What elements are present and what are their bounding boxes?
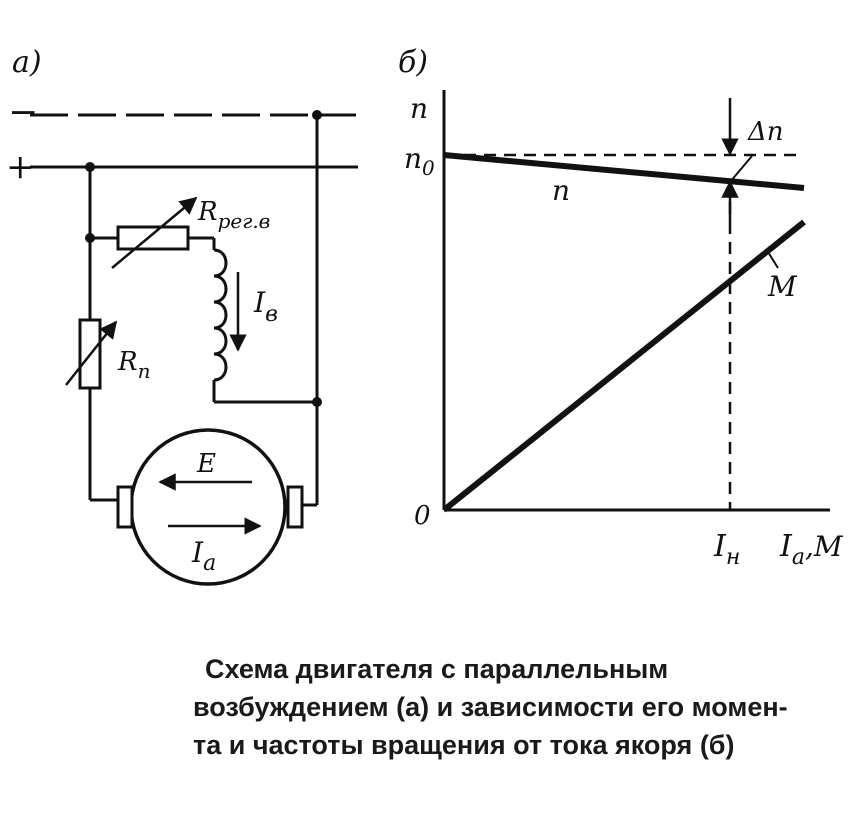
field-rheostat-arrow	[111, 196, 198, 269]
x-axis-label: Iа,M	[779, 529, 844, 570]
origin-label: 0	[414, 501, 431, 531]
caption-line-1: Схема двигателя с параллельным	[205, 654, 669, 684]
field-rheostat	[116, 225, 190, 251]
rated-current-subscript: н	[726, 545, 741, 570]
n0-subscript: 0	[422, 156, 435, 180]
n0-main: n	[404, 142, 422, 175]
junction-dot	[85, 162, 95, 172]
junction-dot	[312, 110, 322, 120]
rated-current-label: Iн	[713, 529, 740, 570]
i-b-label: Iв	[253, 286, 278, 327]
delta-n-label: Δn	[747, 117, 784, 147]
r-p-label: Rп	[117, 347, 150, 383]
panel-label-b: б)	[398, 45, 428, 80]
circuit-diagram	[30, 113, 358, 586]
x-axis-tail: ,M	[805, 530, 844, 563]
x-axis-subscript: а	[792, 545, 805, 570]
y-axis-label: n	[410, 92, 428, 125]
r-p-subscript: п	[138, 359, 151, 383]
i-a-main: I	[191, 536, 204, 569]
delta-n-leader	[729, 155, 753, 183]
junction-dot	[312, 397, 322, 407]
caption-line-2: возбуждением (а) и зависимости его момен…	[193, 692, 788, 722]
torque-label-leader	[767, 251, 779, 269]
i-b-main: I	[253, 286, 266, 319]
starting-rheostat	[78, 318, 102, 390]
panel-label-a: а)	[12, 45, 42, 80]
i-b-subscript: в	[265, 302, 278, 327]
characteristics-graph	[442, 90, 830, 513]
torque-curve-label: M	[767, 270, 798, 303]
r-reg-subscript: рег.в	[218, 209, 271, 233]
brush-left	[116, 485, 134, 529]
speed-curve-label: n	[552, 174, 570, 207]
caption-line-3: та и частоты вращения от тока якоря (б)	[193, 730, 735, 760]
i-a-subscript: а	[203, 551, 216, 576]
r-p-main: R	[117, 347, 138, 377]
minus-sign: −	[8, 92, 38, 133]
rated-current-main: I	[713, 529, 727, 564]
field-coil	[213, 248, 228, 382]
torque-curve	[442, 219, 806, 513]
emf-label: E	[196, 449, 216, 479]
plus-sign: +	[6, 147, 35, 187]
speed-curve	[443, 152, 805, 191]
starting-rheostat-arrow	[65, 320, 118, 386]
r-reg-label: Rрег.в	[197, 197, 270, 233]
figure-caption: Схема двигателя с параллельным возбужден…	[193, 650, 845, 764]
r-reg-main: R	[197, 197, 218, 227]
n0-label: n0	[404, 142, 435, 180]
junction-dot	[85, 233, 95, 243]
x-axis-main: I	[779, 529, 793, 564]
brush-right	[286, 485, 304, 529]
i-a-label: Iа	[191, 536, 216, 576]
